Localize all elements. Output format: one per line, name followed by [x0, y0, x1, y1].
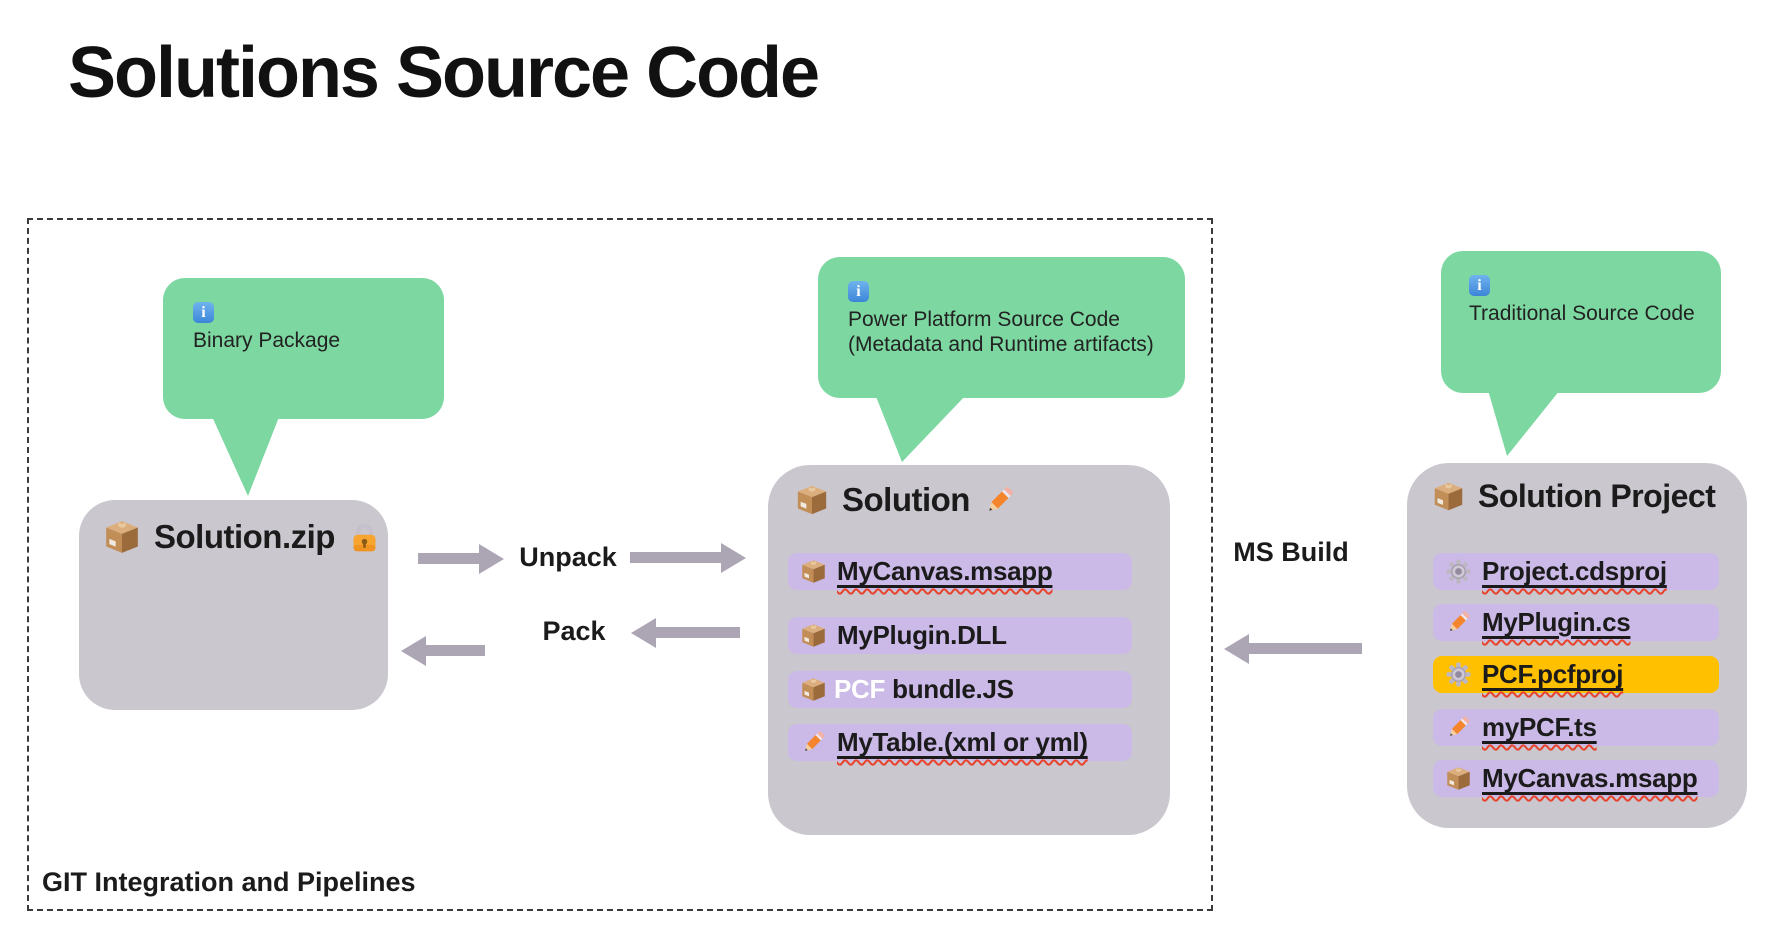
- item-label: PCF.pcfproj: [1482, 659, 1624, 689]
- project-item-cdsproj: Project.cdsproj: [1433, 553, 1719, 590]
- callout-power-platform-line1: Power Platform Source Code: [848, 308, 1120, 331]
- callout-binary-package: i Binary Package: [163, 278, 444, 419]
- solution-item-pcf-bundle: PCF bundle.JS: [788, 671, 1132, 708]
- msbuild-arrow: [1224, 633, 1362, 664]
- item-label: bundle.JS: [892, 674, 1014, 704]
- info-icon: i: [193, 302, 214, 323]
- solution-zip-title: Solution.zip: [154, 518, 335, 555]
- callout-tail: [1488, 390, 1560, 456]
- solution-project-title: Solution Project: [1478, 478, 1716, 514]
- package-icon: [800, 558, 827, 585]
- solution-item-myplugin-dll: MyPlugin.DLL: [788, 617, 1132, 654]
- git-integration-container: [27, 218, 1213, 911]
- package-icon: [103, 518, 141, 556]
- solution-zip-box: Solution.zip: [79, 500, 388, 710]
- pack-arrow-right-segment: [631, 617, 740, 648]
- item-label: myPCF.ts: [1482, 712, 1597, 742]
- lock-icon: [348, 521, 381, 554]
- package-icon: [795, 483, 829, 517]
- package-icon: [800, 622, 827, 649]
- package-icon: [1445, 765, 1472, 792]
- solution-box-title: Solution: [842, 481, 970, 518]
- pack-label: Pack: [542, 615, 606, 646]
- callout-binary-package-text: Binary Package: [193, 329, 341, 352]
- item-label-prefix: PCF: [834, 674, 886, 704]
- callout-traditional: i Traditional Source Code: [1441, 251, 1721, 393]
- package-icon: [1432, 480, 1465, 513]
- item-label: MyCanvas.msapp: [1482, 763, 1698, 793]
- unpack-label: Unpack: [519, 541, 617, 572]
- item-label: MyPlugin.DLL: [837, 620, 1007, 650]
- solution-item-mytable: MyTable.(xml or yml): [788, 724, 1132, 761]
- gear-icon: [1445, 558, 1472, 585]
- msbuild-label: MS Build: [1233, 536, 1349, 567]
- callout-tail: [210, 412, 281, 496]
- callout-traditional-text: Traditional Source Code: [1469, 302, 1695, 325]
- pack-arrow-left-segment: [401, 635, 485, 666]
- pencil-icon: [800, 729, 827, 756]
- item-label: MyTable.(xml or yml): [837, 727, 1088, 757]
- unpack-arrow-right-segment: [630, 542, 746, 573]
- callout-power-platform: i Power Platform Source Code (Metadata a…: [818, 257, 1185, 398]
- pencil-icon: [1445, 609, 1472, 636]
- solution-box: Solution MyCanvas.msapp MyPlugin.DLL PCF…: [768, 465, 1170, 835]
- solution-project-box: Solution Project Project.cdsproj MyPlugi…: [1407, 463, 1747, 828]
- callout-tail: [875, 394, 967, 462]
- item-label: MyCanvas.msapp: [837, 556, 1053, 586]
- info-icon: i: [848, 281, 869, 302]
- item-label: Project.cdsproj: [1482, 556, 1667, 586]
- git-integration-label: GIT Integration and Pipelines: [42, 867, 416, 897]
- page-title: Solutions Source Code: [68, 33, 820, 113]
- info-icon: i: [1469, 275, 1490, 296]
- pencil-icon: [1445, 714, 1472, 741]
- gear-icon: [1445, 661, 1472, 688]
- unpack-arrow-left-segment: [418, 543, 504, 574]
- pencil-icon: [983, 484, 1016, 517]
- item-label: MyPlugin.cs: [1482, 607, 1631, 637]
- package-icon: [800, 676, 827, 703]
- project-item-myplugin-cs: MyPlugin.cs: [1433, 604, 1719, 641]
- project-item-pcfproj: PCF.pcfproj: [1433, 656, 1719, 693]
- solution-item-mycanvas: MyCanvas.msapp: [788, 553, 1132, 590]
- project-item-mycanvas: MyCanvas.msapp: [1433, 760, 1719, 797]
- project-item-mypcf-ts: myPCF.ts: [1433, 709, 1719, 746]
- callout-power-platform-line2: (Metadata and Runtime artifacts): [848, 333, 1154, 356]
